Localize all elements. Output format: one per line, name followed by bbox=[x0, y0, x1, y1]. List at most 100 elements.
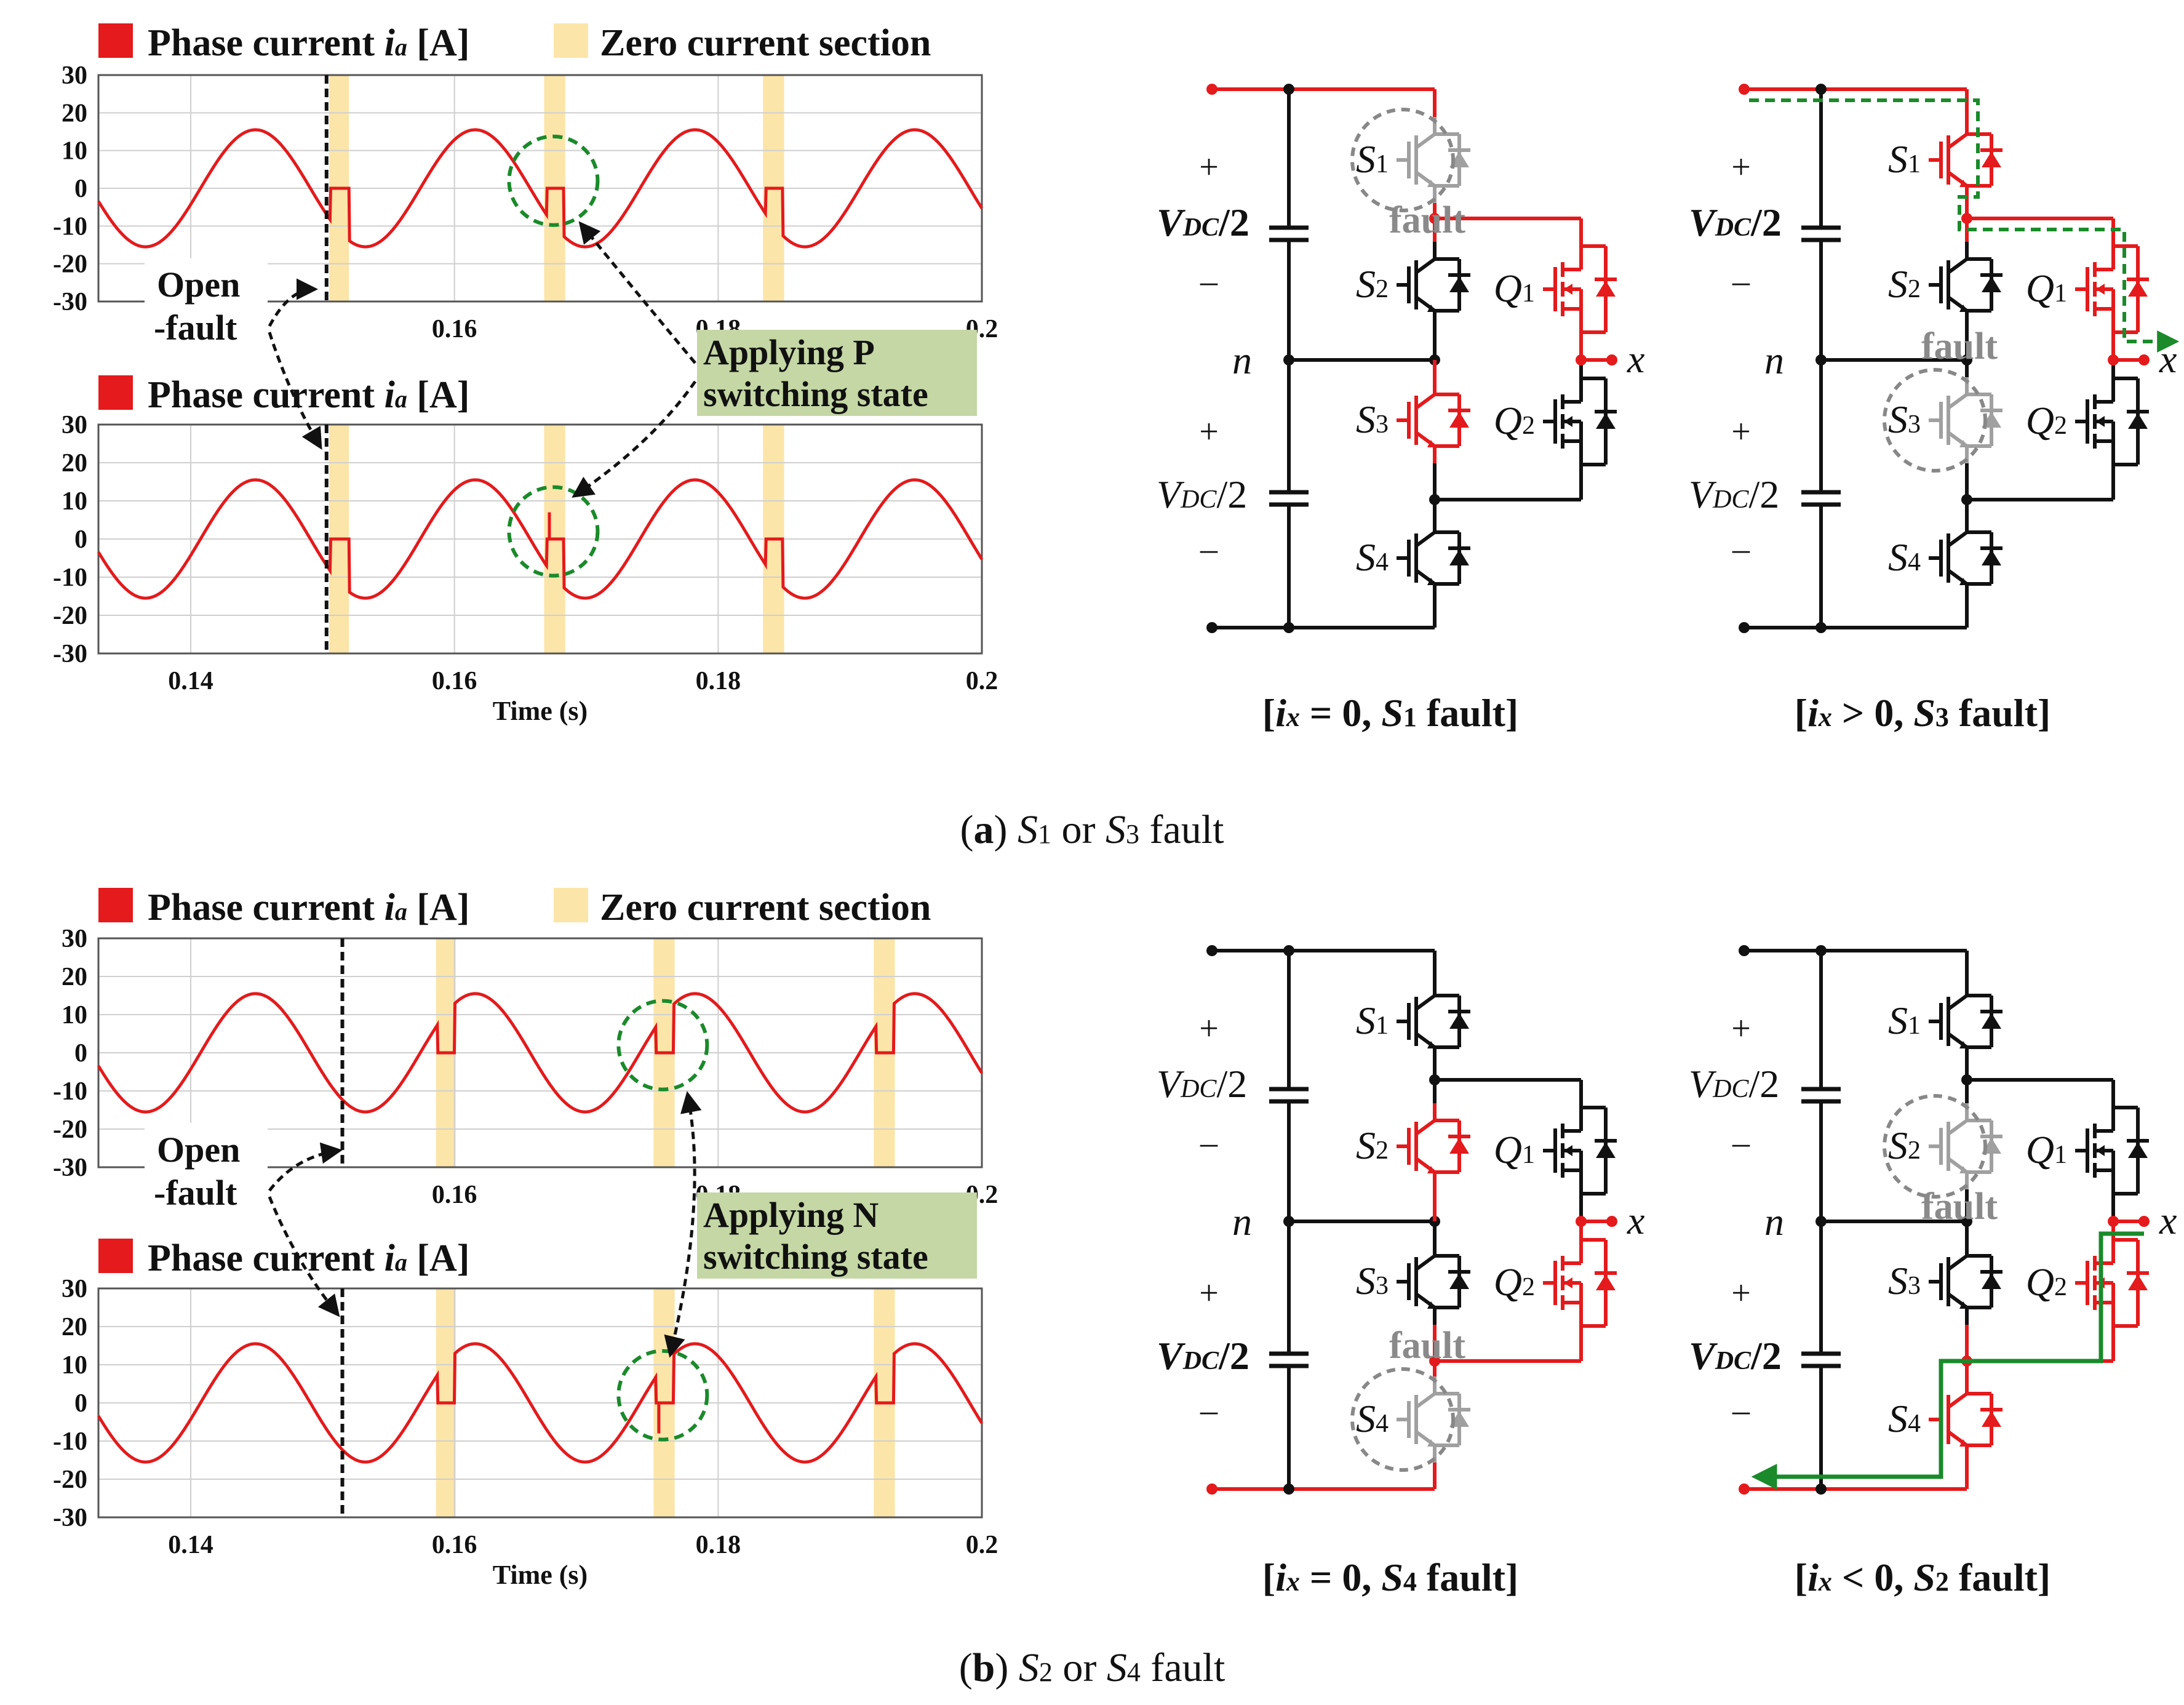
y-tick-label: 20 bbox=[62, 99, 87, 127]
y-tick-label: -30 bbox=[53, 288, 87, 316]
label-s2: S2 bbox=[1356, 1124, 1389, 1167]
highlight-circle bbox=[616, 1349, 709, 1442]
minus-sign: – bbox=[1200, 530, 1218, 568]
label-q1: Q1 bbox=[1494, 1128, 1535, 1172]
node-n-label: n bbox=[1232, 338, 1252, 382]
diode-triangle bbox=[1982, 276, 2001, 292]
y-tick-label: 0 bbox=[74, 525, 87, 554]
plus-sign: + bbox=[1199, 413, 1219, 451]
fault-label: fault bbox=[1389, 199, 1465, 241]
label-s1: S1 bbox=[1888, 137, 1921, 181]
diode-triangle bbox=[1449, 1138, 1469, 1154]
y-tick-label: 0 bbox=[74, 1039, 87, 1068]
minus-sign: – bbox=[1732, 1124, 1750, 1162]
diode-triangle bbox=[1449, 1013, 1469, 1029]
igbt-collector bbox=[1947, 530, 1968, 548]
switch-q2 bbox=[2075, 377, 2149, 466]
label-q1: Q1 bbox=[2026, 1128, 2067, 1172]
igbt-collector bbox=[1415, 257, 1436, 274]
switch-q1 bbox=[1543, 1106, 1617, 1196]
fault-circle bbox=[1883, 1094, 1987, 1199]
legend-label-current: Phase current ia [A] bbox=[148, 1237, 469, 1279]
label-s4: S4 bbox=[1888, 1397, 1921, 1440]
p-state-arrow-upper bbox=[578, 221, 696, 364]
open-fault-arrow-lower bbox=[268, 1196, 340, 1317]
igbt-collector bbox=[1415, 1119, 1436, 1136]
x-tick-label: 0.14 bbox=[168, 667, 213, 695]
open-fault-arrow-upper bbox=[268, 278, 318, 327]
svg-text:-fault: -fault bbox=[154, 308, 237, 348]
node-x-label: x bbox=[2159, 1199, 2177, 1242]
y-tick-label: 20 bbox=[62, 449, 87, 477]
switch-s4 bbox=[1397, 1376, 1470, 1463]
legend-label-current: Phase current ia [A] bbox=[148, 22, 469, 64]
node-dot bbox=[1961, 213, 1972, 224]
label-s1: S1 bbox=[1356, 999, 1389, 1042]
y-tick-label: -10 bbox=[53, 212, 87, 241]
switch-s2 bbox=[1397, 242, 1470, 328]
switch-q2 bbox=[1543, 1238, 1617, 1328]
diode-triangle bbox=[1982, 151, 2001, 167]
label-s2: S2 bbox=[1356, 262, 1389, 306]
label-s3: S3 bbox=[1888, 1259, 1921, 1303]
node-dot bbox=[1815, 354, 1827, 365]
plus-sign: + bbox=[1199, 148, 1219, 186]
x-axis-label: Time (s) bbox=[493, 696, 588, 726]
legend-label-current: Phase current ia [A] bbox=[148, 887, 469, 928]
subcaption-b-right: [ix < 0, S2 fault] bbox=[1795, 1555, 2050, 1599]
label-q2: Q2 bbox=[2026, 1260, 2067, 1304]
fault-label: fault bbox=[1921, 325, 1998, 367]
igbt-collector bbox=[1947, 132, 1968, 150]
igbt-collector bbox=[1415, 530, 1436, 548]
switch-s1 bbox=[1929, 117, 2003, 203]
phase-current-line bbox=[97, 992, 984, 1114]
y-tick-label: 10 bbox=[62, 1351, 87, 1380]
svg-text:Applying N: Applying N bbox=[703, 1195, 879, 1235]
y-tick-label: -30 bbox=[53, 640, 87, 668]
y-tick-label: -20 bbox=[53, 1466, 87, 1494]
igbt-arrow bbox=[1427, 1166, 1436, 1173]
x-tick-label: 0.14 bbox=[168, 1531, 213, 1559]
node-x-label: x bbox=[1627, 337, 1644, 381]
y-tick-label: 10 bbox=[62, 487, 87, 516]
fault-circle bbox=[1350, 1367, 1455, 1472]
annotation-open-fault-b: Open -fault bbox=[145, 1123, 343, 1317]
igbt-arrow bbox=[1427, 1439, 1436, 1447]
node-n-label: n bbox=[1764, 338, 1784, 382]
label-q1: Q1 bbox=[2026, 266, 2067, 310]
igbt-arrow bbox=[1959, 180, 1968, 187]
label-s2: S2 bbox=[1888, 262, 1921, 306]
x-tick-label: 0.16 bbox=[432, 1531, 477, 1559]
fault-circle bbox=[1883, 368, 1987, 473]
y-tick-label: -10 bbox=[53, 564, 87, 592]
terminal-dot bbox=[1739, 1483, 1750, 1495]
switch-s2 bbox=[1397, 1103, 1470, 1189]
y-tick-label: 0 bbox=[74, 1389, 87, 1418]
plus-sign: + bbox=[1731, 413, 1751, 451]
igbt-arrow bbox=[1427, 1041, 1436, 1048]
terminal-dot bbox=[1606, 354, 1617, 365]
node-x-label: x bbox=[2159, 337, 2177, 381]
diode-triangle bbox=[2128, 281, 2148, 297]
plot-frame bbox=[97, 74, 983, 303]
mosfet-arrow bbox=[2096, 284, 2105, 295]
node-dot bbox=[1429, 213, 1440, 224]
vdc-label-upper: VDC/2 bbox=[1157, 201, 1249, 244]
y-tick-label: -10 bbox=[53, 1427, 87, 1456]
terminal-dot bbox=[1206, 945, 1218, 956]
mosfet-arrow bbox=[2096, 416, 2105, 427]
igbt-collector bbox=[1415, 132, 1436, 150]
igbt-collector bbox=[1947, 393, 1968, 410]
annotation-p-state: Applying P switching state bbox=[572, 221, 977, 498]
terminal-dot bbox=[1206, 622, 1218, 633]
minus-sign: – bbox=[1732, 1391, 1750, 1429]
igbt-collector bbox=[1415, 393, 1436, 410]
plot-frame bbox=[97, 937, 983, 1168]
igbt-arrow bbox=[1959, 1166, 1968, 1173]
current-path-solid bbox=[1751, 1231, 2144, 1490]
phase-current-line bbox=[97, 1342, 984, 1464]
plus-sign: + bbox=[1731, 148, 1751, 186]
